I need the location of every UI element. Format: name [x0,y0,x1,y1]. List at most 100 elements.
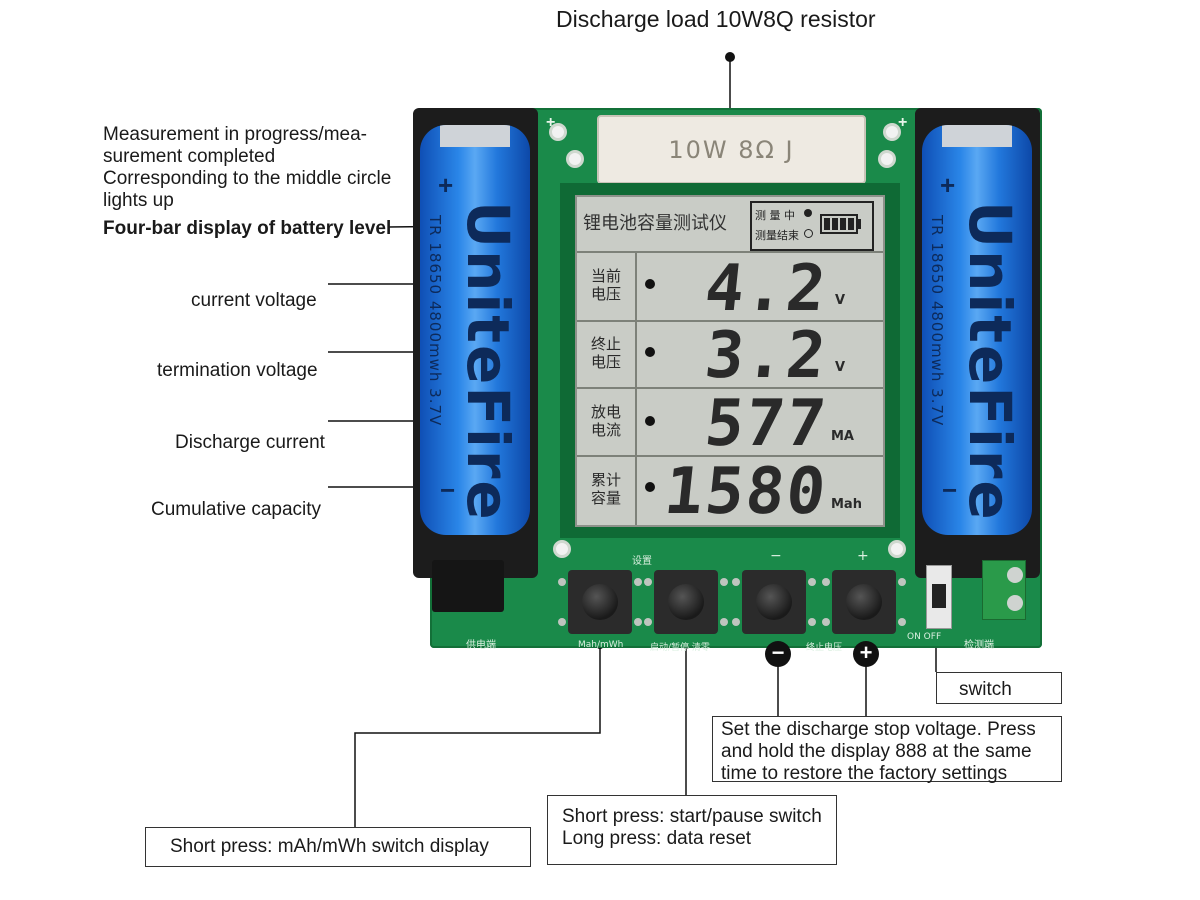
button-pin [732,578,740,586]
pcb-plus-mark: + [546,114,556,131]
termination-voltage-value: 3.2 [701,319,831,393]
plus-marker-icon: + [853,641,879,667]
lcd-row-divider [577,320,883,322]
set-silkscreen: 设置 [632,556,652,567]
lcd-row-label: 当前 电压 [591,267,621,303]
discharge-current-unit: MA [831,429,854,444]
button-pin [808,578,816,586]
callout-dot [645,347,655,357]
on-off-silkscreen: ON OFF [907,632,942,642]
battery-bar [824,218,830,230]
slide-switch[interactable] [926,565,952,629]
button-cap [756,584,792,620]
button-pin [644,578,652,586]
button-pin [898,618,906,626]
start-pause-callout: Short press: start/pause switch Long pre… [547,795,837,865]
button-pin [898,578,906,586]
start-pause-line: Long press: data reset [562,828,752,849]
battery-brand: UniteFire [454,201,522,522]
battery-level-callout: Four-bar display of battery level [103,218,392,239]
callout-dot [645,279,655,289]
callout-dot [645,482,655,492]
measure-status-callout: Measurement in progress/mea- surement co… [103,124,391,212]
button-cap [846,584,882,620]
resistor-callout: Discharge load 10W8Q resistor [556,6,876,32]
mah-mwh-button[interactable] [558,570,642,634]
battery-spec: TR 18650 4800mwh 3.7V [426,215,444,427]
button-pin [720,618,728,626]
lcd-status-box: 测 量 中 测量结束 [750,201,874,251]
battery-spec: TR 18650 4800mwh 3.7V [928,215,946,427]
discharge-current-value: 577 [701,387,831,461]
lcd-row-label-line: 放电 [591,403,622,421]
button-pin [720,578,728,586]
button-pin [644,618,652,626]
switch-callout: switch [936,672,1062,704]
lcd-row-label-line: 电流 [591,421,622,439]
current-voltage-unit: V [835,293,846,308]
discharge-current-callout: Discharge current [175,432,325,453]
btn34-silkscreen: 终止电压 [806,643,843,653]
battery-cap [942,125,1012,147]
lcd-row-label-line: 终止 [591,335,622,353]
battery-bar [840,218,846,230]
cumulative-capacity-value: 1580 [660,455,831,529]
minus-button[interactable] [732,570,816,634]
pcb-plus-mark: + [898,114,908,131]
stop-voltage-line: time to restore the factory settings [721,763,1008,784]
mount-hole [883,123,901,141]
lcd-row-divider [577,387,883,389]
battery-bar [848,218,854,230]
battery-bar [832,218,838,230]
callout-dot [645,416,655,426]
button-cap [668,584,704,620]
minus-silkscreen: − [770,548,782,564]
lcd-label-divider [635,251,637,525]
power-silkscreen: 供电端 [466,640,496,651]
button-pin [558,578,566,586]
button-pin [558,618,566,626]
mount-hole [566,150,584,168]
measure-status-line: lights up [103,190,174,211]
battery-minus-label: − [440,475,456,505]
button-pin [822,618,830,626]
mah-switch-callout: Short press: mAh/mWh switch display [145,827,531,867]
status-indicator-icon [804,209,812,217]
screw-icon [1007,595,1023,611]
minus-marker-icon: − [765,641,791,667]
lcd-row-label: 放电 电流 [591,403,621,439]
lcd-title: 锂电池容量测试仪 [583,213,727,234]
start-pause-button[interactable] [644,570,728,634]
switch-knob [932,584,946,608]
termination-voltage-unit: V [835,360,846,375]
btn2-silkscreen: 启动/暂停 清零 [650,643,710,653]
mount-hole [553,540,571,558]
stop-voltage-line: Set the discharge stop voltage. Press [721,719,1036,740]
lcd-row-label-line: 累计 [591,471,622,489]
button-pin [634,578,642,586]
detect-silkscreen: 检测端 [964,640,994,651]
lcd-row-label-line: 容量 [591,489,622,507]
load-resistor: 10W 8Ω J [597,115,866,184]
lcd-row-divider [577,251,883,253]
battery-cell-right: + − UniteFire TR 18650 4800mwh 3.7V [922,125,1032,535]
mount-hole [878,150,896,168]
button-cap [582,584,618,620]
battery-plus-label: + [438,170,454,200]
btn1-silkscreen: Mah/mWh [578,640,624,650]
plus-button[interactable] [822,570,906,634]
status-ring-icon [804,229,813,238]
start-pause-line: Short press: start/pause switch [562,806,822,827]
current-voltage-value: 4.2 [701,252,831,326]
lcd-row-label-line: 当前 [591,267,622,285]
battery-brand: UniteFire [956,201,1024,522]
button-pin [808,618,816,626]
battery-level-icon [820,214,858,234]
lcd-row-label: 终止 电压 [591,335,621,371]
measure-status-line: surement completed [103,146,276,167]
current-voltage-callout: current voltage [191,290,317,311]
button-pin [732,618,740,626]
mount-hole [549,123,567,141]
screw-icon [1007,567,1023,583]
termination-voltage-callout: termination voltage [157,360,318,381]
